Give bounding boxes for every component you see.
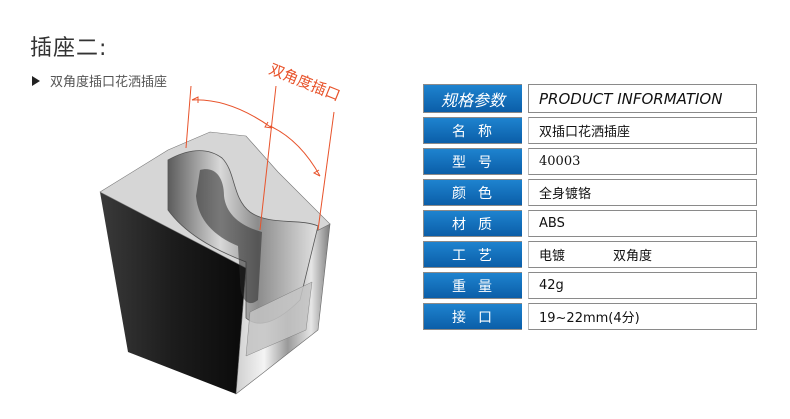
spec-value: 双插口花洒插座 — [528, 117, 757, 144]
angle-guide-1 — [185, 85, 192, 149]
angle-annotation-label: 双角度插口 — [267, 61, 343, 105]
spec-value-process: 电镀 双角度 — [528, 241, 757, 268]
spec-value-extra: 双角度 — [613, 249, 653, 264]
spec-row-color: 颜色 全身镀铬 — [423, 179, 757, 206]
holder-body-side — [100, 192, 246, 394]
spec-key: 材质 — [423, 210, 522, 237]
subtitle: 双角度插口花洒插座 — [32, 71, 167, 90]
spec-table: 规格参数 PRODUCT INFORMATION 名称 双插口花洒插座 型号 4… — [423, 84, 757, 334]
spec-value: 电镀 — [539, 249, 566, 264]
spec-key: 型号 — [423, 148, 522, 175]
spec-row-material: 材质 ABS — [423, 210, 757, 237]
spec-row-process: 工艺 电镀 双角度 — [423, 241, 757, 268]
subtitle-text: 双角度插口花洒插座 — [50, 75, 168, 90]
angle-guide-3 — [317, 111, 335, 231]
spec-row-name: 名称 双插口花洒插座 — [423, 117, 757, 144]
angle-arc-2 — [269, 125, 321, 177]
spec-key: 接口 — [423, 303, 522, 330]
spec-header-key: 规格参数 — [423, 84, 522, 113]
spec-key: 名称 — [423, 117, 522, 144]
angle-arc-1 — [191, 99, 273, 129]
spec-value: 全身镀铬 — [528, 179, 757, 206]
spec-row-interface: 接口 19~22mm(4分) — [423, 303, 757, 330]
spec-key: 工艺 — [423, 241, 522, 268]
page-title: 插座二: — [30, 36, 108, 61]
spec-header-value: PRODUCT INFORMATION — [528, 84, 757, 113]
spec-value: 19~22mm(4分) — [528, 303, 757, 330]
product-illustration: 双角度插口 — [99, 61, 343, 395]
angle-guide-2 — [259, 85, 277, 231]
spec-row-model: 型号 40003 — [423, 148, 757, 175]
spec-value: ABS — [528, 210, 757, 237]
spec-value: 42g — [528, 272, 757, 299]
spec-header: 规格参数 PRODUCT INFORMATION — [423, 84, 757, 113]
play-triangle-icon — [32, 75, 40, 86]
spec-key: 重量 — [423, 272, 522, 299]
spec-row-weight: 重量 42g — [423, 272, 757, 299]
spec-value: 40003 — [528, 148, 757, 175]
spec-key: 颜色 — [423, 179, 522, 206]
